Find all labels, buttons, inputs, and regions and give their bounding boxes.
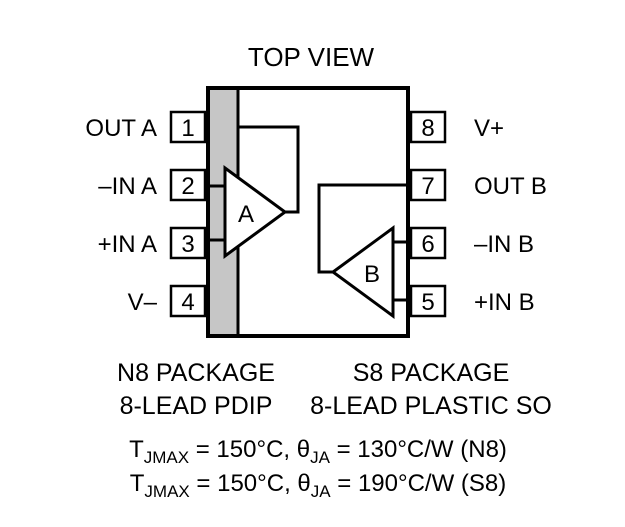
- thermal-spec-s8: TJMAX = 150°C, θJA = 190°C/W (S8): [130, 470, 507, 501]
- pin-6: 6 –IN B: [409, 226, 534, 260]
- pin-label: OUT A: [85, 115, 157, 142]
- pin-number: 2: [181, 173, 194, 200]
- s8-package-name: S8 PACKAGE: [353, 359, 510, 387]
- pin-label: OUT B: [474, 173, 547, 200]
- amplifier-a-label: A: [238, 201, 254, 228]
- pin-number: 4: [181, 289, 194, 316]
- pin-2: 2 –IN A: [98, 168, 207, 202]
- pin-4: 4 V–: [128, 284, 207, 318]
- pin-7: 7 OUT B: [409, 168, 547, 202]
- pin-3: 3 +IN A: [98, 226, 207, 260]
- amplifier-b-label: B: [364, 261, 380, 288]
- pin-number: 1: [181, 115, 194, 142]
- pin-8: 8 V+: [409, 110, 504, 144]
- pin-number: 7: [421, 173, 434, 200]
- pin-number: 5: [421, 289, 434, 316]
- amplifier-b: [317, 183, 406, 319]
- s8-package-caption: S8 PACKAGE 8-LEAD PLASTIC SO: [310, 359, 552, 420]
- pin-label: V+: [474, 115, 504, 142]
- amplifier-a: [210, 125, 300, 259]
- thermal-spec-n8: TJMAX = 150°C, θJA = 130°C/W (N8): [129, 436, 507, 467]
- pin-label: –IN B: [474, 231, 534, 258]
- n8-package-type: 8-LEAD PDIP: [120, 392, 273, 420]
- n8-package-name: N8 PACKAGE: [117, 359, 275, 387]
- diagram-title: TOP VIEW: [248, 42, 375, 72]
- pin-label: V–: [128, 289, 158, 316]
- pin-label: –IN A: [98, 173, 157, 200]
- pin-label: +IN B: [474, 289, 535, 316]
- pin-label: +IN A: [98, 231, 157, 258]
- pin-number: 3: [181, 231, 194, 258]
- pin-1: 1 OUT A: [85, 110, 207, 144]
- pin-number: 8: [421, 115, 434, 142]
- pin-5: 5 +IN B: [409, 284, 535, 318]
- s8-package-type: 8-LEAD PLASTIC SO: [310, 392, 552, 420]
- n8-package-caption: N8 PACKAGE 8-LEAD PDIP: [117, 359, 275, 420]
- pin-number: 6: [421, 231, 434, 258]
